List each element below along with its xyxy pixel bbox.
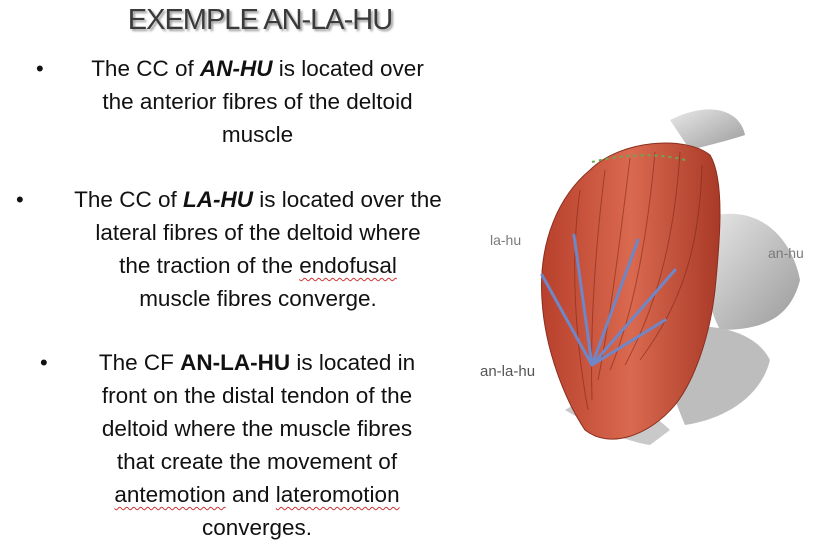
bullet-text: The CC of xyxy=(74,187,183,212)
spellcheck-word: endofusal xyxy=(299,253,397,278)
bullet-text: muscle fibres converge. xyxy=(139,286,377,311)
deltoid-figure: la-hu an-hu an-la-hu xyxy=(480,109,804,445)
bullet-marker: • xyxy=(36,56,44,81)
bullet-text: muscle xyxy=(221,122,294,147)
bullet-keyword: LA-HU xyxy=(182,187,253,212)
spellcheck-word: lateromotion xyxy=(275,482,400,507)
spellcheck-word: antemotion xyxy=(114,482,226,507)
bullet-text: The CF xyxy=(98,350,181,375)
bullet-marker: • xyxy=(16,187,24,212)
deltoid-muscle xyxy=(541,142,721,440)
bullet-text: converges. xyxy=(201,515,313,540)
bullet-text: is located over the xyxy=(252,187,442,212)
bullet-text: that create the movement of xyxy=(116,449,398,474)
bullet-text: is located in xyxy=(290,350,416,375)
bullet-text: and xyxy=(225,482,276,507)
bullet-keyword: AN-LA-HU xyxy=(180,350,291,375)
label-an-hu: an-hu xyxy=(768,245,804,261)
bullet-text: the traction of the xyxy=(119,253,300,278)
bullet-text: is located over xyxy=(272,56,424,81)
bullet-text: The CC of xyxy=(91,56,200,81)
bullet-text: lateral fibres of the deltoid where xyxy=(95,220,421,245)
origin-dotted-line xyxy=(591,154,686,163)
bullet-text: deltoid where the muscle fibres xyxy=(101,416,413,441)
bullet-text: the anterior fibres of the deltoid xyxy=(102,89,413,114)
bullet-text: front on the distal tendon of the xyxy=(101,383,413,408)
label-la-hu: la-hu xyxy=(490,232,521,248)
page-title: EXEMPLE AN-LA-HU xyxy=(127,4,393,36)
bullet-keyword: AN-HU xyxy=(199,56,273,81)
convergence-arrows xyxy=(540,233,677,367)
bullet-marker: • xyxy=(40,350,48,375)
label-an-la-hu: an-la-hu xyxy=(480,363,535,380)
